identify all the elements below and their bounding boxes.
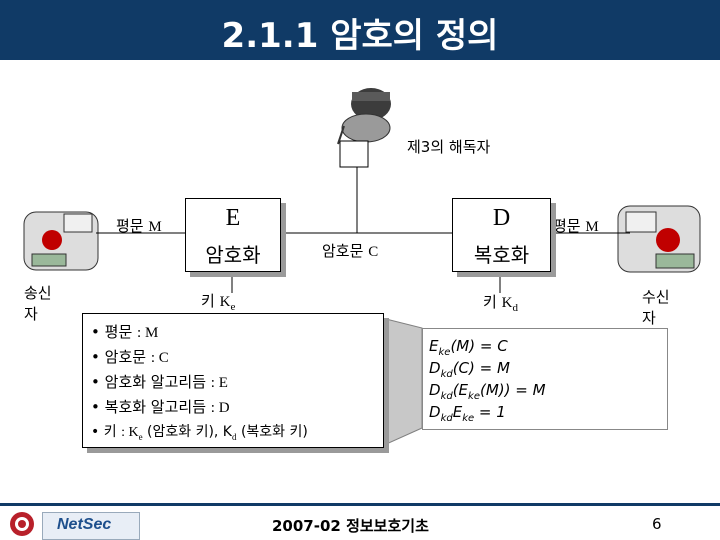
definition-item: • 복호화 알고리듬 : D [91, 398, 230, 416]
encryption-key-label: 키 Ke [201, 292, 236, 313]
definition-item-key: • 키 : Ke (암호화 키), Kd (복호화 키) [91, 424, 308, 442]
hacker-figure-icon [337, 88, 391, 168]
plaintext-left-label: 평문 M [116, 217, 162, 235]
sender-label: 송신 자 [24, 284, 52, 323]
encrypt-box: E 암호화 [185, 198, 281, 272]
ciphertext-label: 암호문 C [322, 242, 379, 260]
netsec-logo: NetSec [42, 512, 140, 540]
sender-figure-icon [23, 211, 99, 271]
page-title: 2.1.1 암호의 정의 [221, 16, 499, 56]
definitions-box: • 평문 : M • 암호문 : C • 암호화 알고리듬 : E • 복호화 … [82, 313, 384, 448]
equation-line: Dkd(C) = M [429, 359, 510, 380]
encrypt-letter: E [225, 205, 241, 231]
page-number: 6 [652, 515, 662, 533]
university-seal-icon [10, 512, 34, 536]
encrypt-label: 암호화 [205, 243, 261, 267]
footer-course-title: 2007-02 정보보호기초 [272, 517, 429, 535]
definition-item: • 암호문 : C [91, 348, 169, 366]
decryption-key-label: 키 Kd [483, 293, 518, 314]
footer-divider [0, 503, 720, 506]
plaintext-right-label: 평문 M [553, 217, 599, 235]
equations-box: Eke(M) = C Dkd(C) = M Dkd(Eke(M)) = M Dk… [422, 328, 668, 430]
title-bar [0, 0, 720, 60]
decrypt-box: D 복호화 [452, 198, 551, 272]
third-party-label: 제3의 해독자 [407, 138, 491, 156]
receiver-figure-icon [617, 205, 701, 273]
equation-line: Dkd(Eke(M)) = M [429, 381, 546, 402]
definition-item: • 평문 : M [91, 323, 159, 341]
equation-line: Eke(M) = C [429, 337, 508, 358]
equation-line: DkdEke = 1 [429, 403, 506, 424]
decrypt-letter: D [492, 205, 511, 231]
decrypt-label: 복호화 [473, 243, 530, 267]
receiver-label: 수신 자 [642, 288, 670, 327]
definition-item: • 암호화 알고리듬 : E [91, 373, 228, 391]
